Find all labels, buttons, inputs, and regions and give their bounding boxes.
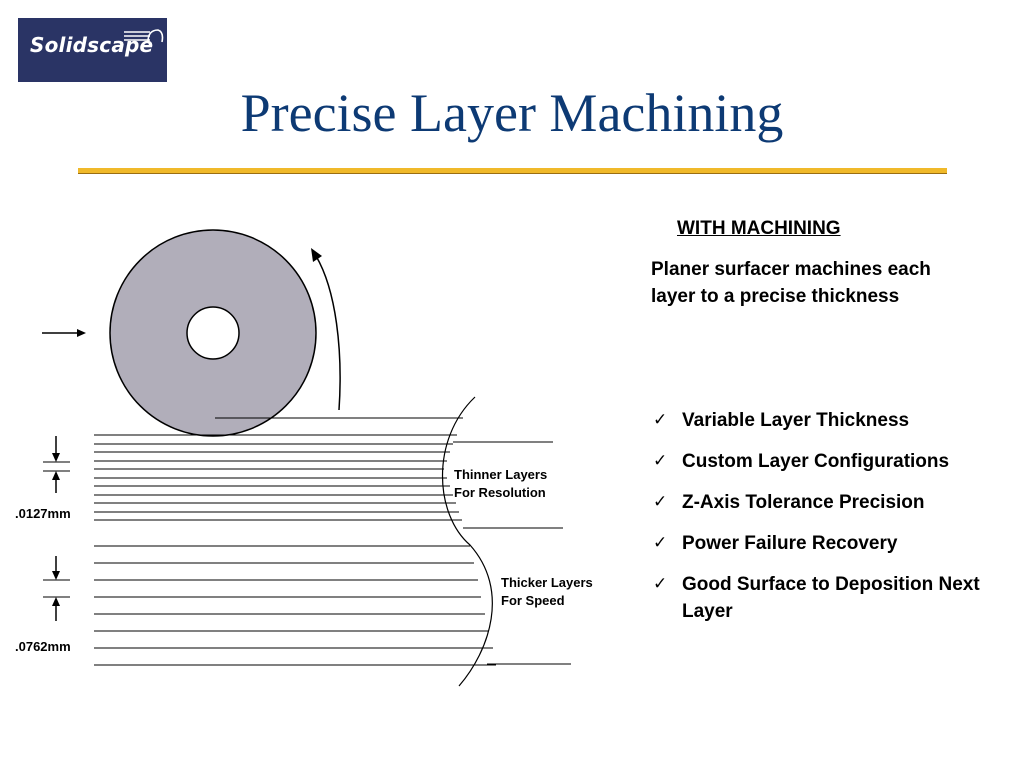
speed-label: For Speed xyxy=(501,593,565,608)
feature-item: ✓ Variable Layer Thickness xyxy=(651,407,1021,434)
cutter-hub xyxy=(186,306,240,360)
machining-diagram: .0127mm .0762mm Thinner Layers For Resol… xyxy=(15,229,593,687)
solidscape-logo: Solidscape xyxy=(18,18,167,82)
feature-list: ✓ Variable Layer Thickness ✓ Custom Layer … xyxy=(651,407,1021,639)
check-mark-icon: ✓ xyxy=(653,410,668,430)
feature-text: Custom Layer Configurations xyxy=(682,451,950,472)
machining-description: Planer surfacer machines each layer to a… xyxy=(651,259,931,307)
logo-text: Solidscape xyxy=(30,33,154,57)
feature-text: Good Surface to Deposition Next Layer xyxy=(682,574,980,622)
title-underline-shadow xyxy=(78,173,947,174)
thick-dimension-marker xyxy=(43,556,70,621)
machining-heading: WITH MACHINING xyxy=(677,218,841,239)
feature-item: ✓ Custom Layer Configurations xyxy=(651,448,1021,475)
feature-text: Variable Layer Thickness xyxy=(682,410,910,431)
thick-dimension-label: .0762mm xyxy=(15,639,71,654)
check-mark-icon: ✓ xyxy=(653,451,668,471)
check-mark-icon: ✓ xyxy=(653,574,668,594)
thick-layers-label: Thicker Layers xyxy=(501,575,593,590)
thin-dimension-marker xyxy=(43,436,70,493)
logo-swoosh-icon xyxy=(124,29,164,43)
title-underline xyxy=(78,168,947,173)
feature-item: ✓ Power Failure Recovery xyxy=(651,530,1021,557)
rotation-arrow-icon xyxy=(311,248,341,411)
check-mark-icon: ✓ xyxy=(653,492,668,512)
thin-layers-label: Thinner Layers xyxy=(454,467,547,482)
page-title: Precise Layer Machining xyxy=(240,83,784,143)
check-mark-icon: ✓ xyxy=(653,533,668,553)
resolution-label: For Resolution xyxy=(454,485,546,500)
feed-arrow-icon xyxy=(42,329,86,337)
feature-item: ✓ Z-Axis Tolerance Precision xyxy=(651,489,1021,516)
feature-text: Z-Axis Tolerance Precision xyxy=(682,492,925,513)
feature-text: Power Failure Recovery xyxy=(682,533,898,554)
break-line xyxy=(441,396,493,687)
thin-dimension-label: .0127mm xyxy=(15,506,71,521)
layer-lines xyxy=(94,417,496,666)
feature-item: ✓ Good Surface to Deposition Next Layer xyxy=(651,571,1021,625)
